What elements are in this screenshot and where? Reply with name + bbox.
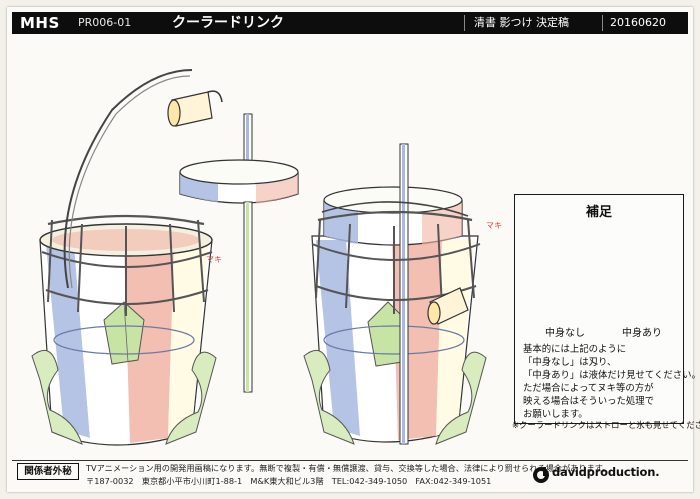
label-full: 中身あり [622,328,662,339]
sheet-code: PR006-01 [78,16,132,29]
supplement-box: 補足 中身なし 中身あり 基本的には上記のように 「中身なし」は刄り、 「中身あ… [514,194,700,424]
note-line: 「中身なし」は刄り、 [523,357,617,368]
header-divider [602,15,603,31]
header-divider [464,15,465,31]
note-line: ただ場合によってヌキ等の方が [523,383,654,394]
label-empty: 中身なし [545,328,585,339]
supplement-title: 補足 [585,205,612,220]
note-right: マキ [486,221,502,230]
note-line: 映える場合はそういった処理で [523,396,654,407]
confidential-stamp: 関係者外秘 [17,463,79,480]
note-line: 基本的には上記のように [523,344,627,355]
cooler-drink-illustration [31,69,487,446]
sheet-title: クーラードリンク [172,15,284,31]
jar-assembled-view [303,143,487,445]
supplement-note: 基本的には上記のように 「中身なし」は刄り、 「中身あり」は液体だけ見せてくださ… [523,343,700,421]
production-name: MHS [20,14,60,32]
david-logo-icon [533,467,549,483]
lid-with-straw [179,113,299,393]
straw-note: ※クーラードリンクはストローと氷も見せてください。 [512,420,700,430]
header-bar: MHS PR006-01 クーラードリンク 清書 影つけ 決定稿 2016062… [12,12,688,34]
footer-divider [12,460,688,461]
jar-exploded-view [31,69,223,446]
company-logo-text: davidproduction. [552,465,660,479]
cup-cap-icon [167,90,223,127]
note-line: 「中身あり」は液体だけ見せてください。 [523,370,700,381]
sheet-status: 清書 影つけ 決定稿 [474,16,569,29]
sheet-date: 20160620 [610,16,666,29]
footer-warning: TVアニメーション用の開発用画稿になります。無断で複製・有償・無償譲渡、貸与、交… [86,463,611,473]
note-left: マキ [206,255,222,264]
note-line: お願いします。 [523,409,588,420]
footer-address: 〒187-0032 東京都小平市小川町1-88-1 M&K東大和ビル3階 TEL… [86,476,492,486]
